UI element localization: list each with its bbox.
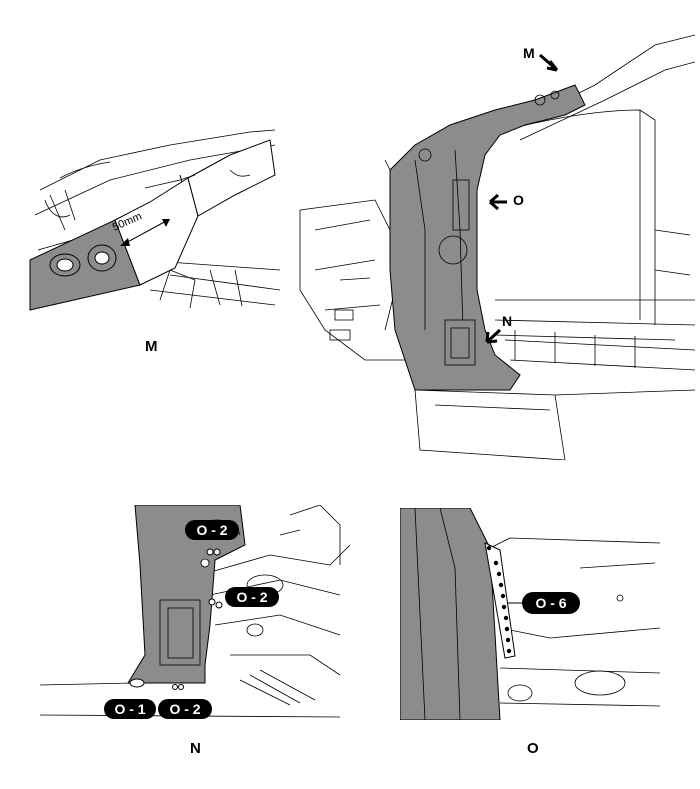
callout-o-2-top (185, 520, 239, 540)
callout-o-2-top-text: O - 2 (196, 522, 228, 538)
marker-m-arrow (539, 53, 559, 72)
detail-n-panel: O - 2 O - 2 O - 1 O - 2 (40, 505, 350, 720)
callout-o-2-middle-text: O - 2 (236, 589, 268, 605)
detail-o-panel: O - 6 (400, 508, 660, 720)
callout-o-2-middle (225, 587, 279, 607)
overview-panel: M O N (295, 30, 695, 460)
detail-n-drawing (40, 505, 350, 719)
caption-o: O (527, 740, 539, 757)
callout-o-2-bottom-text: O - 2 (169, 701, 201, 717)
marker-o-label: O (513, 192, 524, 208)
overview-drawing (299, 34, 695, 460)
callout-o-6-text: O - 6 (535, 595, 567, 611)
marker-n-label: N (502, 313, 513, 329)
marker-o-arrow (489, 193, 507, 211)
detail-m-panel: 50mm (20, 120, 280, 320)
detail-m-drawing (29, 129, 280, 311)
callout-o-6 (522, 592, 580, 614)
caption-n: N (190, 740, 201, 757)
caption-m: M (145, 338, 158, 355)
callout-o-1 (104, 699, 156, 719)
marker-n-arrow (485, 328, 502, 344)
callout-o-2-bottom (158, 699, 212, 719)
detail-o-drawing (400, 508, 660, 720)
callout-o-1-text: O - 1 (114, 701, 146, 717)
marker-m-label: M (523, 45, 535, 61)
